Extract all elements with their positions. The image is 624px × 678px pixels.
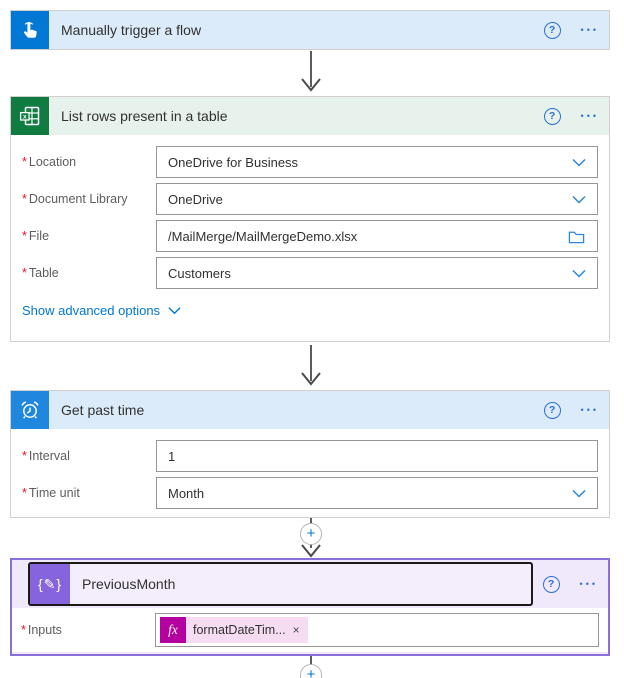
field-label-text: Location [28, 155, 77, 169]
file-input[interactable]: /MailMerge/MailMergeDemo.xlsx [156, 220, 598, 252]
chevron-down-icon [572, 489, 586, 498]
header-actions: ? ••• [543, 21, 599, 39]
field-label: *Location [22, 155, 156, 169]
card-title: Manually trigger a flow [61, 22, 202, 38]
show-advanced-options-link[interactable]: Show advanced options [22, 303, 181, 318]
action-card-manual-trigger: Manually trigger a flow ? ••• [10, 10, 610, 50]
help-icon[interactable]: ? [543, 21, 561, 39]
dropdown-value: Month [168, 485, 205, 501]
card-title: Get past time [61, 402, 145, 418]
card-header-manual-trigger[interactable]: Manually trigger a flow ? ••• [11, 11, 609, 49]
clock-glyph [21, 401, 39, 419]
chevron-down-icon [572, 195, 586, 204]
menu-ellipsis-icon[interactable]: ••• [579, 578, 598, 589]
alarm-clock-icon [11, 391, 49, 429]
card-title: List rows present in a table [61, 108, 228, 124]
field-label: *File [22, 229, 156, 243]
card-header-list-rows[interactable]: x List rows present in a table ? ••• [11, 97, 609, 135]
field-label-text: Table [28, 266, 59, 280]
required-marker: * [22, 266, 27, 280]
folder-picker-icon[interactable] [567, 228, 586, 245]
card-header-get-past-time[interactable]: Get past time ? ••• [11, 391, 609, 429]
field-label: *Table [22, 266, 156, 280]
field-label: *Inputs [21, 623, 155, 637]
chevron-down-icon [572, 158, 586, 167]
document-library-dropdown[interactable]: OneDrive [156, 183, 598, 215]
card-body: *Interval 1 *Time unit Month [11, 429, 609, 509]
field-label-text: File [28, 229, 50, 243]
excel-table-icon: x [19, 106, 40, 126]
fx-icon: fx [160, 617, 186, 643]
action-card-get-past-time: Get past time ? ••• *Interval 1 *Time un… [10, 390, 610, 518]
header-actions: ? ••• [543, 107, 599, 125]
field-label: *Document Library [22, 192, 156, 206]
menu-ellipsis-icon[interactable]: ••• [580, 404, 599, 415]
connector-arrow [301, 345, 321, 386]
header-actions: ? ••• [542, 575, 598, 593]
expression-chip-text: formatDateTim... [193, 623, 286, 637]
selected-header-focus-box[interactable]: {✎} PreviousMonth [28, 562, 533, 606]
expression-chip[interactable]: fx formatDateTim... × [160, 617, 308, 643]
menu-ellipsis-icon[interactable]: ••• [580, 24, 599, 35]
required-marker: * [22, 449, 27, 463]
location-dropdown[interactable]: OneDrive for Business [156, 146, 598, 178]
dropdown-value: Customers [168, 265, 231, 281]
required-marker: * [22, 229, 27, 243]
field-row-file: *File /MailMerge/MailMergeDemo.xlsx [22, 220, 598, 252]
field-label: *Time unit [22, 486, 156, 500]
help-icon[interactable]: ? [543, 107, 561, 125]
card-header-previous-month: {✎} PreviousMonth ? ••• [12, 560, 608, 608]
chevron-down-icon [572, 269, 586, 278]
interval-input[interactable]: 1 [156, 440, 598, 472]
svg-text:x: x [23, 113, 27, 120]
field-row-interval: *Interval 1 [22, 440, 598, 472]
input-value: 1 [168, 448, 176, 464]
action-card-previous-month-selected: {✎} PreviousMonth ? ••• *Inputs fx forma… [10, 558, 610, 656]
braces-pencil-glyph: {✎} [37, 575, 63, 592]
hand-press-icon [24, 21, 37, 38]
manual-trigger-icon [11, 11, 49, 49]
time-unit-dropdown[interactable]: Month [156, 477, 598, 509]
field-label: *Interval [22, 449, 156, 463]
field-row-document-library: *Document Library OneDrive [22, 183, 598, 215]
compose-action-icon: {✎} [30, 564, 70, 604]
link-text: Show advanced options [22, 303, 161, 318]
header-actions: ? ••• [543, 401, 599, 419]
help-icon[interactable]: ? [542, 575, 560, 593]
field-label-text: Time unit [28, 486, 80, 500]
help-icon[interactable]: ? [543, 401, 561, 419]
field-label-text: Interval [28, 449, 70, 463]
card-title: PreviousMonth [82, 576, 176, 592]
dropdown-value: OneDrive [168, 191, 223, 207]
chip-close-icon[interactable]: × [292, 623, 300, 637]
field-row-location: *Location OneDrive for Business [22, 146, 598, 178]
card-body: *Location OneDrive for Business *Documen… [11, 135, 609, 320]
required-marker: * [21, 623, 26, 637]
field-row-time-unit: *Time unit Month [22, 477, 598, 509]
insert-step-button[interactable]: + [300, 664, 322, 678]
field-label-text: Document Library [28, 192, 128, 206]
excel-icon: x [11, 97, 49, 135]
insert-step-button[interactable]: + [300, 523, 322, 545]
inputs-field[interactable]: fx formatDateTim... × [155, 613, 599, 647]
file-path-value: /MailMerge/MailMergeDemo.xlsx [168, 228, 358, 244]
field-row-table: *Table Customers [22, 257, 598, 289]
required-marker: * [22, 155, 27, 169]
table-dropdown[interactable]: Customers [156, 257, 598, 289]
required-marker: * [22, 192, 27, 206]
chevron-down-icon [168, 307, 181, 315]
action-card-list-rows: x List rows present in a table ? ••• *Lo… [10, 96, 610, 342]
field-label-text: Inputs [27, 623, 62, 637]
required-marker: * [22, 486, 27, 500]
dropdown-value: OneDrive for Business [168, 154, 299, 170]
menu-ellipsis-icon[interactable]: ••• [580, 110, 599, 121]
connector-arrow [301, 51, 321, 92]
card-body: *Inputs fx formatDateTim... × [12, 608, 608, 652]
